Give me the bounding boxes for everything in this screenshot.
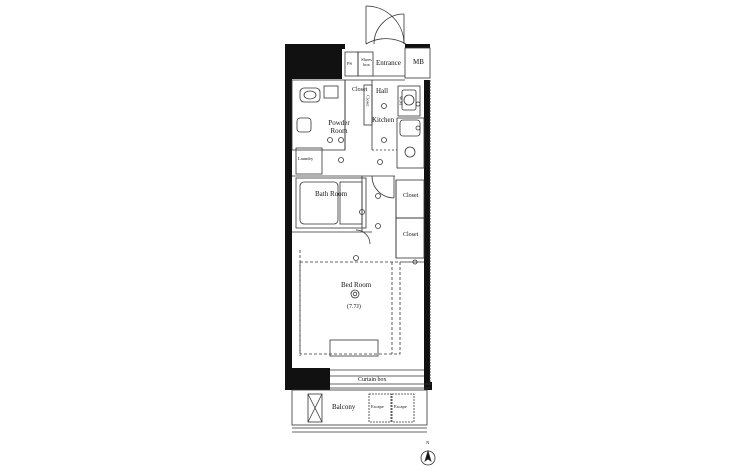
shoes-box — [357, 51, 374, 77]
escape-1-label: Escape — [371, 404, 384, 409]
closet-1-label: Closet — [403, 193, 419, 199]
closet-top-label: Closet — [352, 87, 368, 93]
stove-icon — [404, 146, 416, 158]
ceiling-light-icon — [338, 137, 344, 143]
shoes-box-label: Shoes box — [361, 57, 372, 67]
wall-top-right — [405, 44, 430, 48]
toilet-icon — [299, 87, 321, 103]
kitchen-label: Kitchen — [372, 116, 395, 124]
bathtub-icon — [299, 181, 339, 225]
wall-right — [424, 80, 430, 385]
laundry-label: Laundry — [298, 156, 314, 161]
escape-2-label: Escape — [394, 404, 407, 409]
entrance-door-swing-icon — [365, 38, 407, 45]
wm-label: W.M — [398, 96, 404, 105]
washing-machine-icon — [403, 94, 415, 106]
mb-box — [404, 47, 431, 79]
powder-room-label: Powder Room — [328, 119, 350, 135]
laundry-walls — [295, 147, 323, 175]
ps-label: PS — [347, 61, 353, 66]
closet-2-label: Closet — [403, 232, 419, 238]
balcony-outline — [291, 389, 428, 426]
kitchen-counter — [396, 117, 425, 169]
bath-room-label: Bath Room — [315, 190, 348, 198]
powder-sink-icon — [296, 117, 312, 133]
closet-vertical — [363, 84, 373, 126]
escape-hatch-1 — [368, 393, 392, 423]
entrance-label: Entrance — [376, 59, 401, 67]
wall-bottom-left — [285, 368, 330, 390]
north-label: N — [426, 440, 430, 445]
wall-bottom-right — [424, 382, 432, 390]
bed-area-label: (7.7J) — [347, 304, 361, 310]
wall-top-left — [285, 44, 345, 49]
powder-room-walls — [291, 79, 346, 151]
escape-hatch-2 — [391, 393, 415, 423]
closet-vertical-label: Closet — [365, 95, 371, 107]
mb-label: MB — [413, 58, 424, 66]
pillar-top — [292, 49, 342, 79]
closet-1-box — [395, 179, 425, 219]
wall-left — [285, 44, 292, 389]
hall-label: Hall — [376, 87, 389, 95]
bath-room-walls — [295, 177, 367, 229]
sink-icon — [399, 119, 421, 137]
closet-2-box — [395, 217, 425, 259]
hall-door-swing-icon — [371, 175, 395, 199]
balcony-label: Balcony — [332, 403, 356, 411]
bed-furniture — [329, 339, 379, 357]
bed-room-label: Bed Room — [341, 281, 372, 289]
wm-box — [397, 85, 421, 117]
curtain-box-label: Curtain box — [358, 377, 387, 383]
